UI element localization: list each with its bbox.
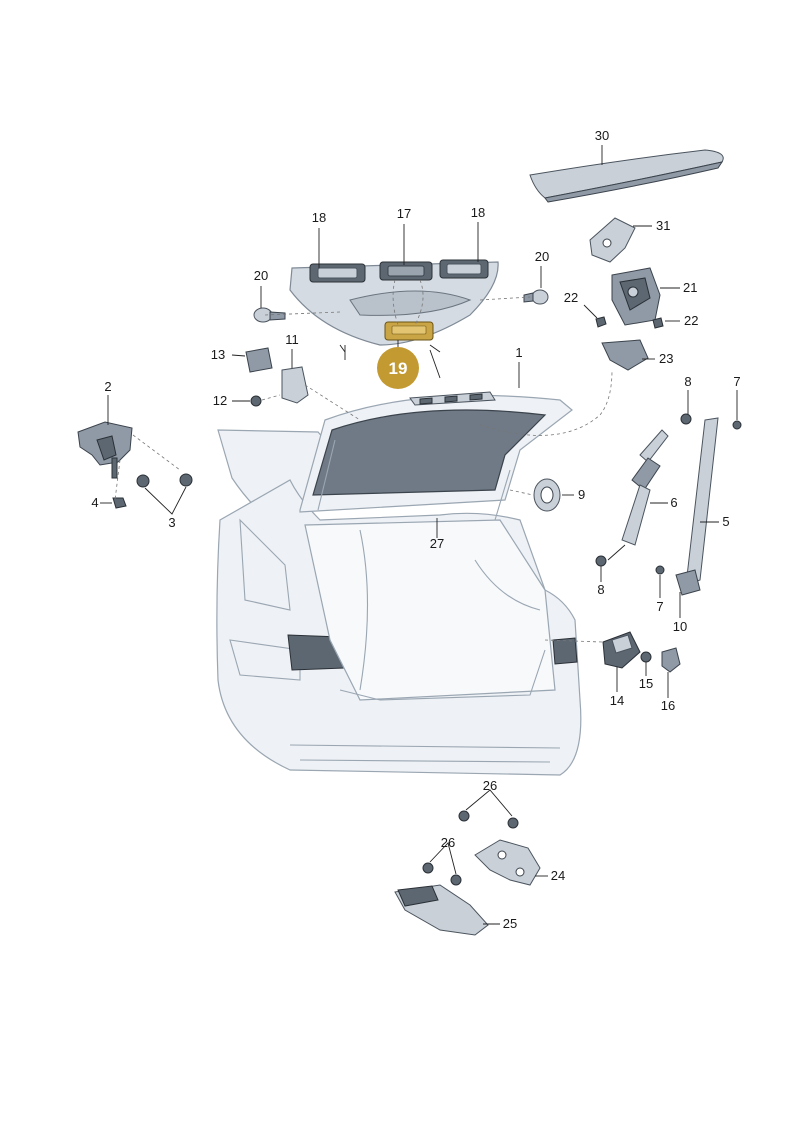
callout-26-bottom: 26 — [441, 835, 455, 850]
highlight-badge[interactable]: 19 — [377, 347, 419, 389]
highlight-badge-circle — [377, 347, 419, 389]
callout-20-left: 20 — [254, 268, 268, 283]
callout-12: 12 — [213, 393, 227, 408]
callout-24: 24 — [551, 868, 565, 883]
callout-4: 4 — [91, 495, 98, 510]
callout-17: 17 — [397, 206, 411, 221]
callout-3: 3 — [168, 515, 175, 530]
callout-6: 6 — [670, 495, 677, 510]
callout-22-left: 22 — [564, 290, 578, 305]
callout-31: 31 — [656, 218, 670, 233]
callout-8-top: 8 — [684, 374, 691, 389]
callout-9: 9 — [578, 487, 585, 502]
cover-13 — [245, 347, 273, 373]
screw-12 — [250, 395, 262, 407]
bracket-24 — [474, 839, 541, 886]
bolt-8-top — [680, 413, 692, 425]
bolt-26-d — [450, 874, 462, 886]
nut-4 — [112, 497, 127, 509]
callout-5: 5 — [722, 514, 729, 529]
tailgate — [299, 391, 573, 521]
callout-25: 25 — [503, 916, 517, 931]
nut-22-right — [652, 317, 664, 329]
bolt-26-b — [507, 817, 519, 829]
callout-18-right: 18 — [471, 205, 485, 220]
rear-spoiler — [529, 149, 724, 203]
car-body — [216, 429, 582, 776]
holder-11 — [281, 366, 309, 404]
gas-strut-6 — [607, 429, 669, 561]
hinge-2 — [77, 421, 133, 479]
callout-23: 23 — [659, 351, 673, 366]
leader-lines — [100, 145, 738, 925]
callout-2: 2 — [104, 379, 111, 394]
nut-22-left — [595, 316, 607, 328]
clip-20-left — [253, 307, 286, 323]
bolt-7-top — [732, 420, 742, 430]
callout-labels: 30 31 17 18 18 20 20 21 22 22 23 1 11 13… — [91, 128, 740, 931]
callout-11: 11 — [285, 332, 299, 347]
callout-18-left: 18 — [312, 210, 326, 225]
handle-25-grip — [397, 885, 439, 907]
clip-16 — [661, 647, 681, 673]
bolt-3-b — [179, 473, 193, 487]
bolt-8-bottom — [595, 555, 607, 567]
callout-15: 15 — [639, 676, 653, 691]
callout-7-bottom: 7 — [656, 599, 663, 614]
bolt-26-c — [422, 862, 434, 874]
callout-22-right: 22 — [684, 313, 698, 328]
callout-26-top: 26 — [483, 778, 497, 793]
callout-21: 21 — [683, 280, 697, 295]
magnified-inset — [289, 259, 499, 379]
callout-14: 14 — [610, 693, 624, 708]
callout-13: 13 — [211, 347, 225, 362]
screw-15 — [640, 651, 652, 663]
bolt-26-a — [458, 810, 470, 822]
highlight-badge-label: 19 — [389, 359, 408, 378]
bracket-31 — [589, 217, 636, 263]
clip-20-right — [523, 289, 549, 305]
callout-10: 10 — [673, 619, 687, 634]
callout-20-right: 20 — [535, 249, 549, 264]
motor-14-face — [611, 634, 633, 654]
callout-16: 16 — [661, 698, 675, 713]
striker-23 — [601, 339, 649, 371]
bolt-7-bottom — [655, 565, 665, 575]
callout-7-top: 7 — [733, 374, 740, 389]
callout-27: 27 — [430, 536, 444, 551]
bolt-3-a — [136, 474, 150, 488]
callout-30: 30 — [595, 128, 609, 143]
callout-8-bottom: 8 — [597, 582, 604, 597]
gas-strut-5 — [675, 417, 719, 596]
tailgate-lock — [611, 267, 661, 326]
callout-1: 1 — [515, 345, 522, 360]
